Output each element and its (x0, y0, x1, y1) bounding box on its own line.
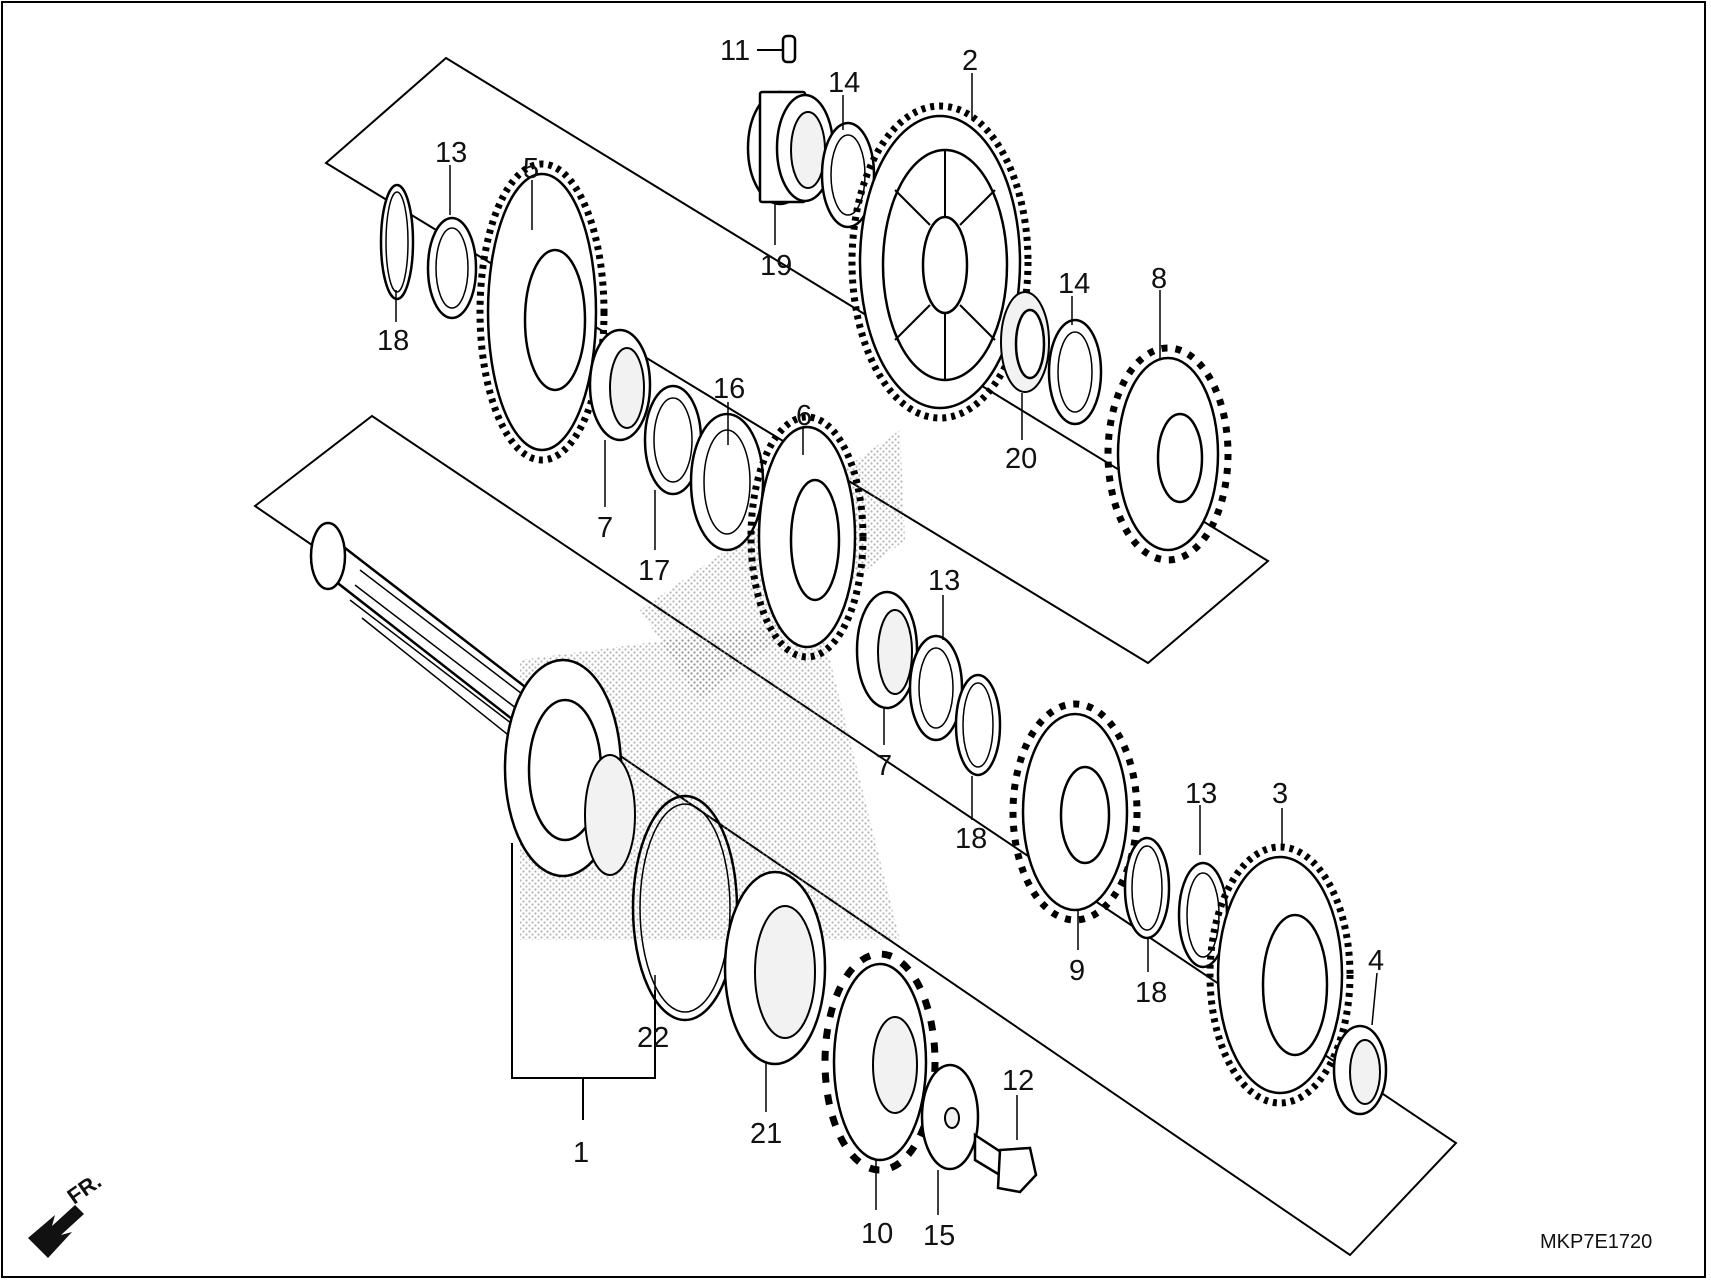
callouts: 1 2 3 4 5 6 7 7 8 9 10 11 12 13 13 13 14… (377, 35, 1384, 1252)
drawing-code: MKP7E1720 (1540, 1231, 1652, 1253)
callout-7-upper: 7 (597, 512, 613, 544)
bearing-19 (746, 90, 835, 206)
washer-16 (689, 412, 765, 552)
snap-ring-18-upper (379, 183, 415, 301)
callout-18-upper: 18 (377, 325, 409, 357)
callout-20: 20 (1005, 443, 1037, 475)
callout-21: 21 (750, 1118, 782, 1150)
snap-ring-18-mid (954, 673, 1002, 777)
callout-1: 1 (573, 1137, 589, 1169)
callout-13-lower: 13 (1185, 778, 1217, 810)
leader-lines (395, 73, 1378, 1215)
bolt-12 (973, 1132, 1038, 1194)
mainshaft (309, 521, 636, 878)
washer-14-mid (1047, 318, 1103, 426)
gear-5 (476, 160, 608, 464)
callout-5: 5 (523, 153, 539, 185)
callout-18-lower: 18 (1135, 977, 1167, 1009)
callout-6: 6 (796, 400, 812, 432)
bushing-7-upper (588, 328, 652, 442)
gear-8 (1104, 344, 1232, 564)
washer-13-mid (908, 634, 964, 742)
callout-10: 10 (861, 1218, 893, 1250)
fr-label: FR. (63, 1168, 106, 1209)
callout-15: 15 (923, 1220, 955, 1252)
snap-ring-18-lower (1123, 836, 1171, 940)
callout-17: 17 (638, 555, 670, 587)
callout-9: 9 (1069, 955, 1085, 987)
callout-12: 12 (1002, 1065, 1034, 1097)
callout-19: 19 (760, 250, 792, 282)
callout-13-upper: 13 (435, 137, 467, 169)
drive-sprocket-10 (821, 950, 939, 1174)
callout-18-mid: 18 (955, 823, 987, 855)
callout-22: 22 (637, 1022, 669, 1054)
gear-2 (848, 102, 1032, 422)
bushing-7-lower (855, 590, 919, 710)
gear-6 (747, 413, 867, 661)
callout-7-lower: 7 (876, 750, 892, 782)
callout-2: 2 (962, 45, 978, 77)
front-direction-arrow: FR. (28, 1168, 106, 1258)
bearing-20 (1000, 291, 1050, 393)
dowel-pin-11 (757, 34, 797, 64)
callout-11: 11 (720, 35, 750, 67)
gear-9 (1009, 700, 1141, 924)
callout-14-mid: 14 (1058, 268, 1090, 300)
callout-16: 16 (713, 373, 745, 405)
callout-4: 4 (1368, 945, 1384, 977)
lower-assembly-box (253, 414, 1458, 1257)
bushing-4 (1332, 1024, 1388, 1116)
gear-3 (1206, 843, 1354, 1107)
washer-15 (920, 1063, 980, 1171)
callout-8: 8 (1151, 263, 1167, 295)
callout-14-top: 14 (828, 67, 860, 99)
oil-seal-21 (723, 870, 827, 1066)
callout-13-mid: 13 (928, 565, 960, 597)
callout-3: 3 (1272, 778, 1288, 810)
washer-13-upper (426, 216, 478, 320)
